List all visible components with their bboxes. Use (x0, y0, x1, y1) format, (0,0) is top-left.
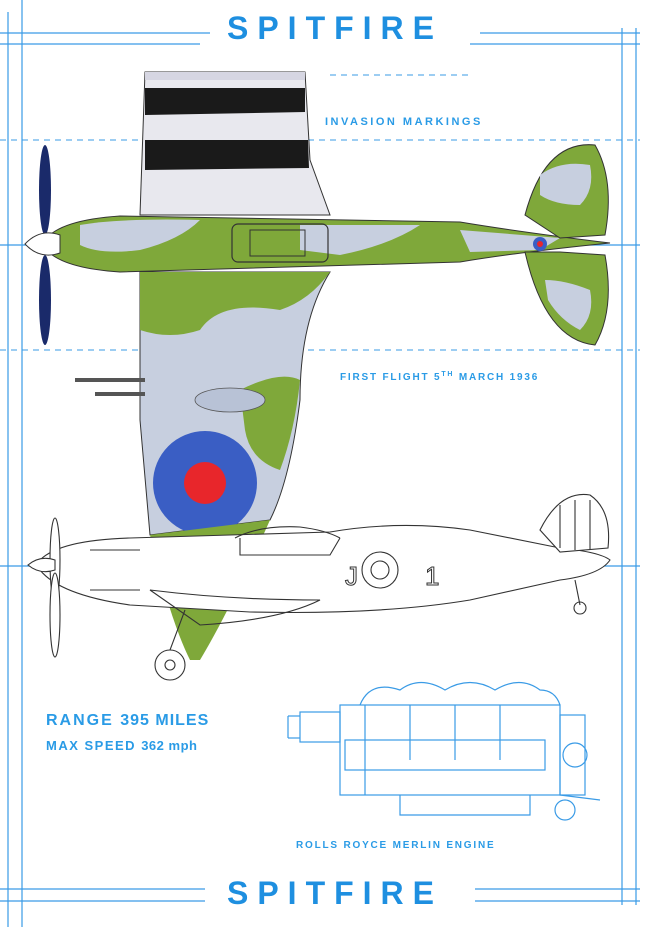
range-line: RANGE 395 MILES (46, 712, 209, 730)
title-top: SPITFIRE (226, 10, 443, 46)
code-number: 1 (425, 561, 439, 591)
frame-lines (0, 0, 640, 927)
first-flight-sup: TH (441, 371, 455, 378)
first-flight-label: FIRST FLIGHT 5TH MARCH 1936 (340, 371, 540, 383)
engine-label: ROLLS ROYCE MERLIN ENGINE (296, 840, 496, 851)
range-label: RANGE (46, 712, 114, 729)
speed-label: MAX SPEED (46, 738, 137, 753)
speed-value: 362 mph (141, 738, 198, 753)
first-flight-suffix: MARCH 1936 (458, 372, 540, 383)
title-bottom: SPITFIRE (226, 875, 443, 911)
dashed-guides (0, 74, 640, 351)
speed-line: MAX SPEED 362 mph (46, 738, 197, 753)
code-letter: J (345, 561, 358, 591)
merlin-engine-drawing (287, 681, 601, 821)
spitfire-side-view: J 1 (27, 493, 611, 681)
range-value: 395 MILES (120, 712, 210, 729)
spitfire-top-view (24, 71, 611, 536)
first-flight-prefix: FIRST FLIGHT 5 (340, 372, 442, 383)
invasion-markings-label: INVASION MARKINGS (325, 116, 483, 128)
